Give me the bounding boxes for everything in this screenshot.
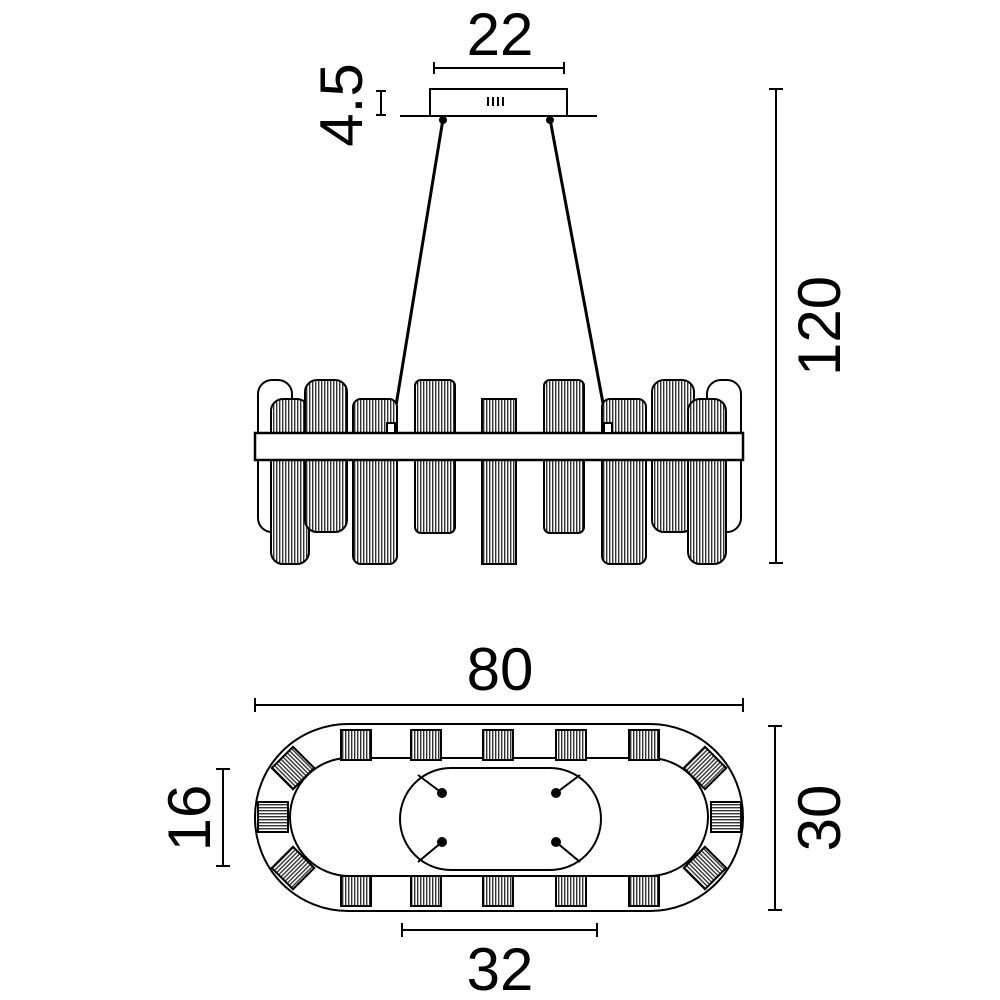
dim-label-total-width: 30	[786, 785, 853, 852]
glass-block	[270, 845, 316, 891]
side-view	[253, 62, 783, 565]
glass-block	[628, 729, 660, 761]
glass-panel	[687, 398, 727, 565]
glass-block	[410, 729, 442, 761]
glass-block	[682, 745, 728, 791]
dim-label-inner-length: 32	[467, 936, 534, 1000]
glass-block	[482, 729, 514, 761]
dim-label-canopy-width: 22	[467, 1, 534, 68]
glass-block	[257, 801, 289, 833]
inner-ring	[289, 757, 709, 877]
glass-block	[628, 875, 660, 907]
center-plate	[399, 767, 602, 871]
dim-label-inner-width: 16	[156, 785, 223, 852]
canopy-vent-icon	[487, 97, 504, 106]
glass-block	[555, 729, 587, 761]
mount-points	[417, 774, 581, 863]
cable-left	[390, 118, 445, 431]
dim-label-total-length: 80	[467, 636, 534, 703]
glass-block	[270, 745, 316, 791]
glass-block	[410, 875, 442, 907]
glass-block	[340, 875, 372, 907]
ring-band	[253, 431, 745, 462]
outer-ring	[254, 723, 744, 912]
cable-right	[548, 118, 610, 431]
glass-block	[482, 875, 514, 907]
glass-block	[682, 845, 728, 891]
plan-view	[216, 698, 782, 937]
dim-label-canopy-height: 4.5	[308, 63, 375, 146]
glass-panel	[270, 398, 310, 565]
dim-label-total-height: 120	[786, 276, 853, 376]
glass-block	[340, 729, 372, 761]
glass-block	[710, 801, 742, 833]
glass-block	[555, 875, 587, 907]
glass-panel	[481, 398, 517, 565]
